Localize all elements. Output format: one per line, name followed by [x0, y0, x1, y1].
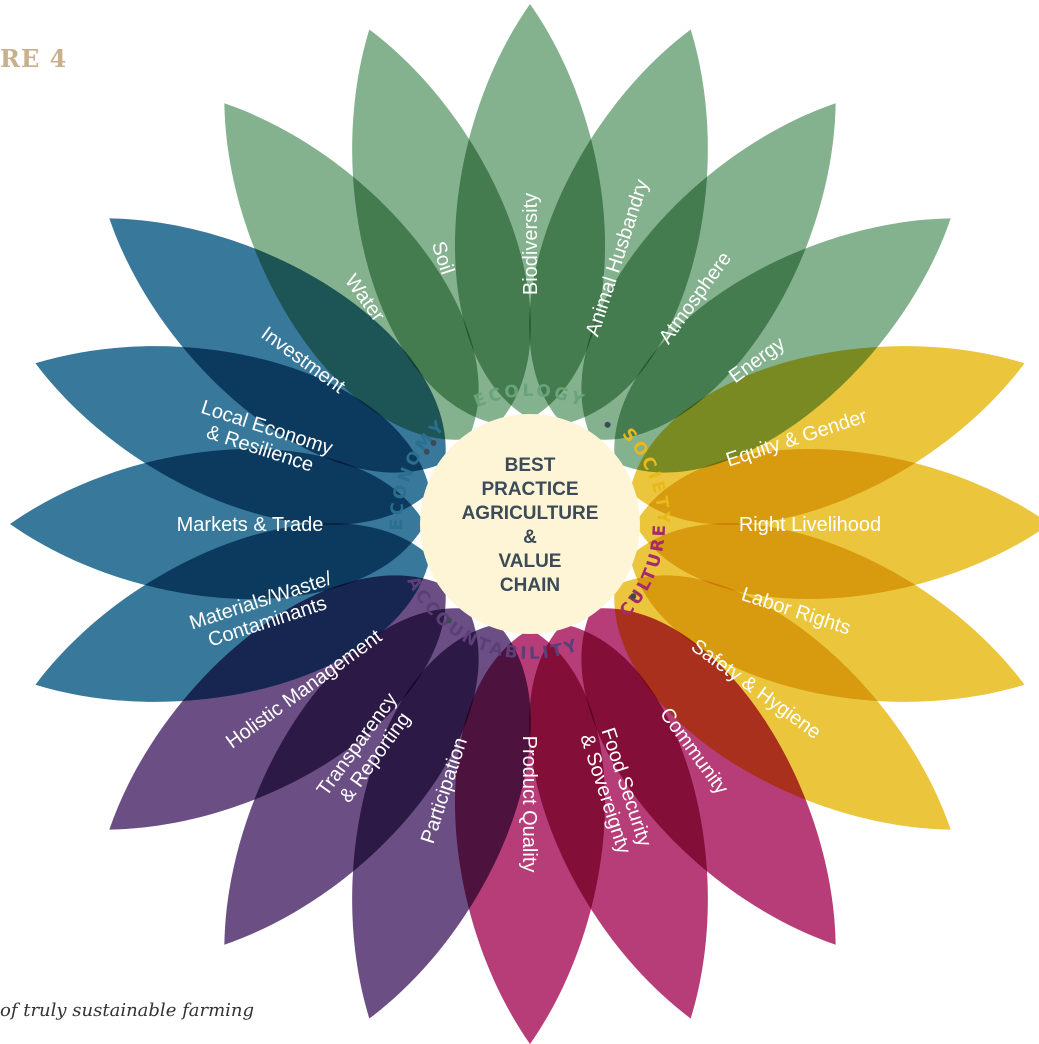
petal-transparency-reporting	[224, 608, 479, 945]
ring-separator-dot	[630, 593, 637, 600]
petal-layer	[10, 4, 1039, 1044]
center-title-line: AGRICULTURE	[462, 503, 599, 524]
petal-label-biodiversity: Biodiversity	[520, 193, 542, 295]
center-title-line: PRACTICE	[481, 479, 578, 500]
figure-label: RE 4	[0, 44, 68, 73]
ring-separator-dot	[446, 617, 453, 624]
caption: of truly sustainable farming	[0, 1000, 255, 1021]
center-title: BEST PRACTICE AGRICULTURE & VALUE CHAIN	[462, 455, 599, 596]
petal-atmosphere	[581, 103, 836, 440]
petal-label-right-livelihood: Right Livelihood	[739, 514, 881, 536]
petal-label-markets-trade: Markets & Trade	[177, 514, 324, 536]
center-title-line: &	[523, 527, 537, 548]
petal-label-product-quality: Product Quality	[518, 736, 540, 873]
ring-separator-dot	[604, 421, 611, 428]
center-title-line: BEST	[505, 455, 556, 476]
ring-separator-dot	[423, 448, 430, 455]
ring-separator-dot	[430, 440, 437, 447]
center-circle	[420, 414, 640, 634]
center-title-line: VALUE	[499, 551, 562, 572]
petal-investment	[109, 218, 446, 473]
petal-safety-hygiene	[614, 575, 951, 830]
petal-soil	[352, 29, 531, 425]
center-title-line: CHAIN	[500, 575, 560, 596]
